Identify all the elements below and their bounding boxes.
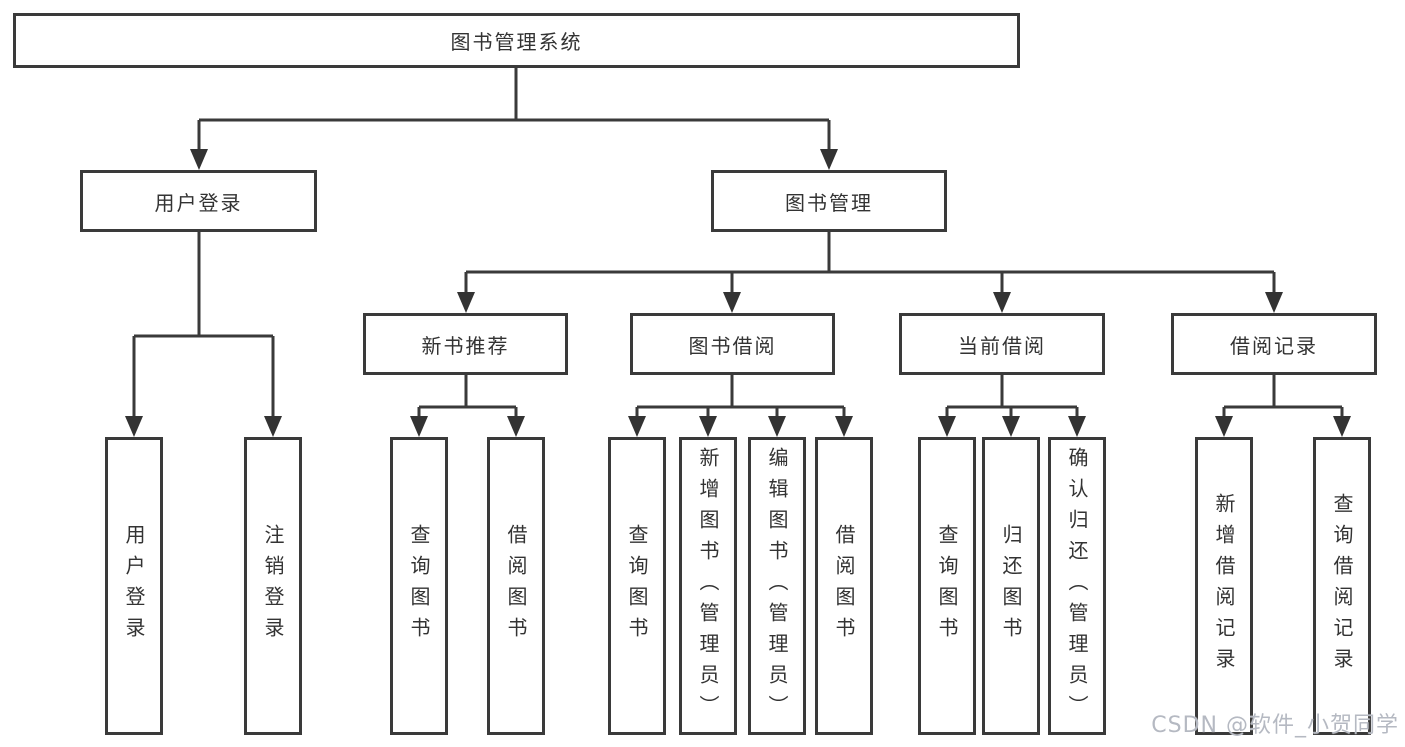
leaf-query-books-borrowing: 查询图书 [608, 437, 666, 735]
leaf-add-book-admin-label: 新增图书（管理员） [696, 446, 720, 726]
leaf-add-borrow-record-label: 新增借阅记录 [1212, 493, 1236, 679]
root-node-book-management-system: 图书管理系统 [13, 13, 1020, 68]
leaf-edit-book-admin-label: 编辑图书（管理员） [765, 446, 789, 726]
leaf-query-books-newbooks: 查询图书 [390, 437, 448, 735]
node-new-book-recommend-label: 新书推荐 [421, 333, 510, 358]
leaf-borrow-books-borrowing-label: 借阅图书 [832, 524, 856, 648]
leaf-borrow-books-newbooks-label: 借阅图书 [504, 524, 528, 648]
node-current-borrowing-label: 当前借阅 [958, 333, 1046, 358]
leaf-user-login: 用户登录 [105, 437, 163, 735]
leaf-user-login-label: 用户登录 [122, 524, 146, 648]
node-book-management: 图书管理 [711, 170, 947, 232]
root-node-label: 图书管理系统 [450, 30, 583, 54]
leaf-query-books-borrowing-label: 查询图书 [625, 524, 649, 648]
node-borrowing-records-label: 借阅记录 [1230, 333, 1318, 358]
leaf-query-books-current: 查询图书 [918, 437, 976, 735]
leaf-borrow-books-borrowing: 借阅图书 [815, 437, 873, 735]
leaf-query-borrow-record-label: 查询借阅记录 [1330, 493, 1354, 679]
node-book-management-label: 图书管理 [785, 190, 873, 215]
leaf-add-book-admin: 新增图书（管理员） [679, 437, 737, 735]
node-user-login-label: 用户登录 [154, 190, 243, 215]
leaf-borrow-books-newbooks: 借阅图书 [487, 437, 545, 735]
leaf-query-books-newbooks-label: 查询图书 [407, 524, 431, 648]
leaf-confirm-return-admin-label: 确认归还（管理员） [1065, 446, 1089, 726]
node-current-borrowing: 当前借阅 [899, 313, 1105, 375]
leaf-confirm-return-admin: 确认归还（管理员） [1048, 437, 1106, 735]
leaf-query-borrow-record: 查询借阅记录 [1313, 437, 1371, 735]
leaf-query-books-current-label: 查询图书 [935, 524, 959, 648]
leaf-add-borrow-record: 新增借阅记录 [1195, 437, 1253, 735]
leaf-logout: 注销登录 [244, 437, 302, 735]
node-new-book-recommend: 新书推荐 [363, 313, 568, 375]
leaf-logout-label: 注销登录 [261, 524, 285, 648]
leaf-return-book: 归还图书 [982, 437, 1040, 735]
leaf-edit-book-admin: 编辑图书（管理员） [748, 437, 806, 735]
node-book-borrowing: 图书借阅 [630, 313, 835, 375]
node-user-login: 用户登录 [80, 170, 317, 232]
node-borrowing-records: 借阅记录 [1171, 313, 1377, 375]
leaf-return-book-label: 归还图书 [999, 524, 1023, 648]
watermark-text: CSDN @软件_小贺同学 [1151, 713, 1399, 738]
node-book-borrowing-label: 图书借阅 [688, 333, 777, 358]
